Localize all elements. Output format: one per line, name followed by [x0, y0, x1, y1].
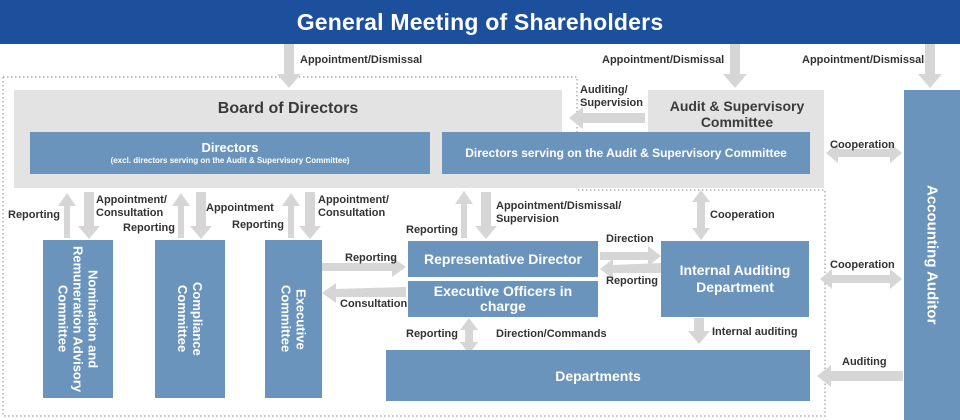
label-consultation: Consultation: [340, 298, 408, 310]
shareholders-header: General Meeting of Shareholders: [0, 0, 960, 44]
departments-box: Departments: [386, 350, 810, 401]
label-cooperation-3: Cooperation: [830, 259, 895, 271]
arrow-cooperation-iad: [820, 269, 902, 289]
executive-label: Executive Committee: [278, 285, 309, 353]
compliance-label: Compliance Committee: [175, 282, 205, 356]
arrow-internal-auditing: [688, 318, 710, 344]
arrow-reporting-iad: [600, 259, 661, 279]
departments-label: Departments: [555, 367, 641, 384]
accounting-auditor: Accounting Auditor: [904, 90, 960, 420]
label-direction-commands: Direction/Commands: [496, 328, 607, 340]
arrow-appt-auditor: [918, 44, 942, 88]
accounting-auditor-label: Accounting Auditor: [923, 185, 941, 325]
label-auditing-supervision: Auditing/ Supervision: [580, 84, 643, 109]
arrow-appt-asc: [723, 44, 747, 88]
label-reporting-4: Reporting: [406, 224, 458, 236]
label-appt-dismissal-3: Appointment/Dismissal: [802, 54, 925, 66]
label-cooperation-1: Cooperation: [830, 139, 895, 151]
label-internal-auditing: Internal auditing: [712, 326, 798, 338]
label-direction: Direction: [606, 233, 654, 245]
directors-audit-label: Directors serving on the Audit & Supervi…: [465, 146, 787, 160]
label-appt-dismissal-2: Appointment/Dismissal: [602, 54, 725, 66]
compliance-committee: Compliance Committee: [155, 240, 225, 398]
directors-sublabel: (excl. directors serving on the Audit & …: [110, 156, 350, 165]
directors-box: Directors (excl. directors serving on th…: [30, 132, 430, 174]
arrow-reporting-executive: [282, 193, 300, 238]
label-appt-dismissal-supervision: Appointment/Dismissal/ Supervision: [496, 200, 622, 225]
board-title: Board of Directors: [217, 100, 359, 117]
label-appt-consultation-1: Appointment/ Consultation: [96, 194, 167, 219]
arrow-direction: [600, 246, 661, 266]
directors-audit-box: Directors serving on the Audit & Supervi…: [442, 132, 810, 174]
label-cooperation-2: Cooperation: [710, 209, 775, 221]
arrow-appt-compliance: [190, 192, 212, 239]
label-reporting-5: Reporting: [345, 252, 397, 264]
arrow-appt-board: [277, 44, 301, 88]
label-appointment: Appointment: [206, 202, 274, 214]
executive-officers: Executive Officers in charge: [408, 281, 598, 317]
label-reporting-6: Reporting: [606, 275, 658, 287]
arrow-cooperation-asc: [826, 143, 902, 163]
iad-label: Internal Auditing Department: [679, 262, 791, 295]
rep-director-label: Representative Director: [424, 251, 582, 267]
label-auditing: Auditing: [842, 356, 887, 368]
arrow-appt-rep: [475, 192, 497, 239]
label-appt-dismissal-1: Appointment/Dismissal: [300, 54, 423, 66]
shareholders-title: General Meeting of Shareholders: [296, 8, 664, 35]
arrow-dept-exec: [460, 318, 478, 354]
arrow-appt-executive: [299, 192, 321, 239]
asc-title: Audit & Supervisory Committee: [669, 98, 805, 130]
nomination-committee: Nomination and Remuneration Advisory Com…: [43, 240, 113, 398]
arrow-appt-nomination: [78, 192, 100, 239]
label-reporting-2: Reporting: [123, 222, 175, 234]
internal-auditing-department: Internal Auditing Department: [661, 241, 809, 317]
arrow-reporting-compliance: [172, 193, 190, 238]
arrow-consultation: [322, 283, 406, 303]
executive-committee: Executive Committee: [265, 240, 322, 398]
arrow-reporting-rep: [455, 191, 473, 238]
representative-director: Representative Director: [408, 241, 598, 277]
arrow-cooperation-asc-iad: [692, 190, 710, 240]
label-appt-consultation-2: Appointment/ Consultation: [318, 194, 389, 219]
arrow-auditing-supervision: [569, 107, 645, 129]
arrow-reporting-nomination: [58, 193, 76, 238]
directors-label: Directors: [201, 140, 259, 155]
dotted-frame-lower: [2, 77, 826, 417]
nomination-label: Nomination and Remuneration Advisory Com…: [55, 245, 101, 393]
label-reporting-7: Reporting: [406, 328, 458, 340]
label-reporting-3: Reporting: [232, 219, 284, 231]
label-reporting-1: Reporting: [8, 209, 60, 221]
exec-officers-label: Executive Officers in charge: [433, 283, 573, 314]
arrow-reporting-exec-rep: [322, 257, 406, 277]
arrow-auditing: [817, 365, 903, 387]
